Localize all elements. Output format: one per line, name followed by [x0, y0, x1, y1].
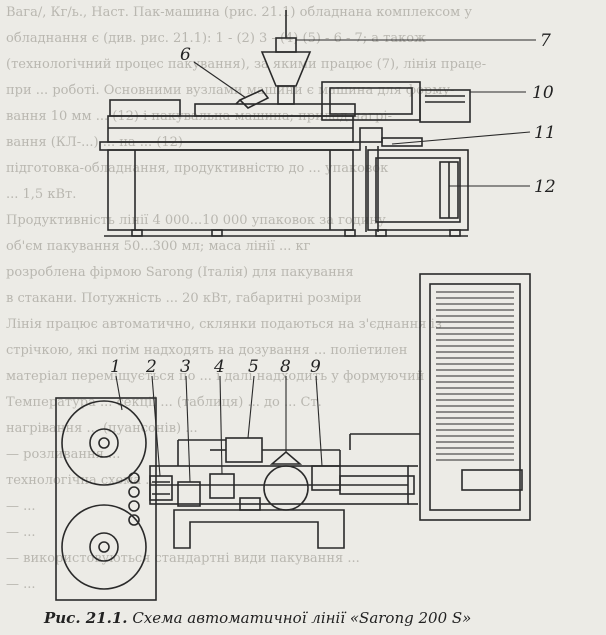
- background-text-line: Лінія працює автоматично, склянки подают…: [6, 317, 442, 332]
- cabinet-hatching: [436, 291, 514, 461]
- background-text-line: при ... роботі. Основними вузлами машини…: [6, 83, 455, 98]
- callout-9: 9: [310, 357, 321, 377]
- top-leader-lines: [193, 39, 536, 187]
- background-text-line: Вага/, Кг/ь., Наст. Пак-машина (рис. 21.…: [6, 5, 473, 20]
- callout-6: 6: [180, 45, 191, 65]
- background-text-line: технологічна схема ...: [6, 473, 158, 488]
- figure-caption: Рис. 21.1. Схема автоматичної лінії «Sar…: [44, 609, 604, 627]
- figure-label: Рис. 21.1.: [44, 609, 128, 627]
- callout-2: 2: [145, 357, 157, 377]
- background-text-line: підготовка-обладнання, продуктивністю до…: [6, 161, 389, 176]
- plan-view: [55, 273, 531, 601]
- callout-7: 7: [540, 31, 551, 51]
- background-text-line: стрічкою, які потім надходять на дозуван…: [6, 343, 408, 358]
- background-text-line: (технологічний процес пакування), за яки…: [6, 57, 487, 72]
- background-text-line: матеріал переміщується по ... і далі над…: [6, 369, 425, 384]
- background-text-line: — використовуються стандартні види пакув…: [6, 551, 360, 566]
- callout-1: 1: [110, 357, 121, 377]
- background-text-line: в стакани. Потужність ... 20 кВт, габари…: [6, 291, 362, 306]
- background-text-line: ... 1,5 кВт.: [6, 187, 77, 202]
- callout-8: 8: [280, 357, 291, 377]
- callout-5: 5: [248, 357, 259, 377]
- background-text-line: — ...: [6, 499, 36, 514]
- bottom-leader-lines: [115, 375, 323, 483]
- callout-3: 3: [180, 357, 191, 377]
- background-text-line: об'єм пакування 50...300 мл; маса лінії …: [6, 239, 311, 254]
- background-text-line: — ...: [6, 577, 36, 592]
- callout-12: 12: [534, 177, 556, 197]
- callout-11: 11: [534, 123, 556, 143]
- background-text-line: обладнання є (див. рис. 21.1): 1 - (2) 3…: [6, 31, 427, 46]
- callout-4: 4: [213, 357, 225, 377]
- side-elevation-view: [99, 10, 471, 237]
- background-text-line: розроблена фірмою Sarong (Італія) для па…: [6, 265, 354, 280]
- background-text-line: Продуктивність лінії 4 000...10 000 упак…: [6, 213, 386, 228]
- background-text-line: вання (КЛ-...) ... на ... (12): [6, 135, 183, 150]
- callout-10: 10: [532, 83, 554, 103]
- technical-drawing: 6 7 10 11 12 1 2 3 4 5 8 9: [55, 10, 556, 601]
- background-text-line: — ...: [6, 525, 36, 540]
- figure-title: Схема автоматичної лінії «Sarong 200 S»: [132, 609, 472, 627]
